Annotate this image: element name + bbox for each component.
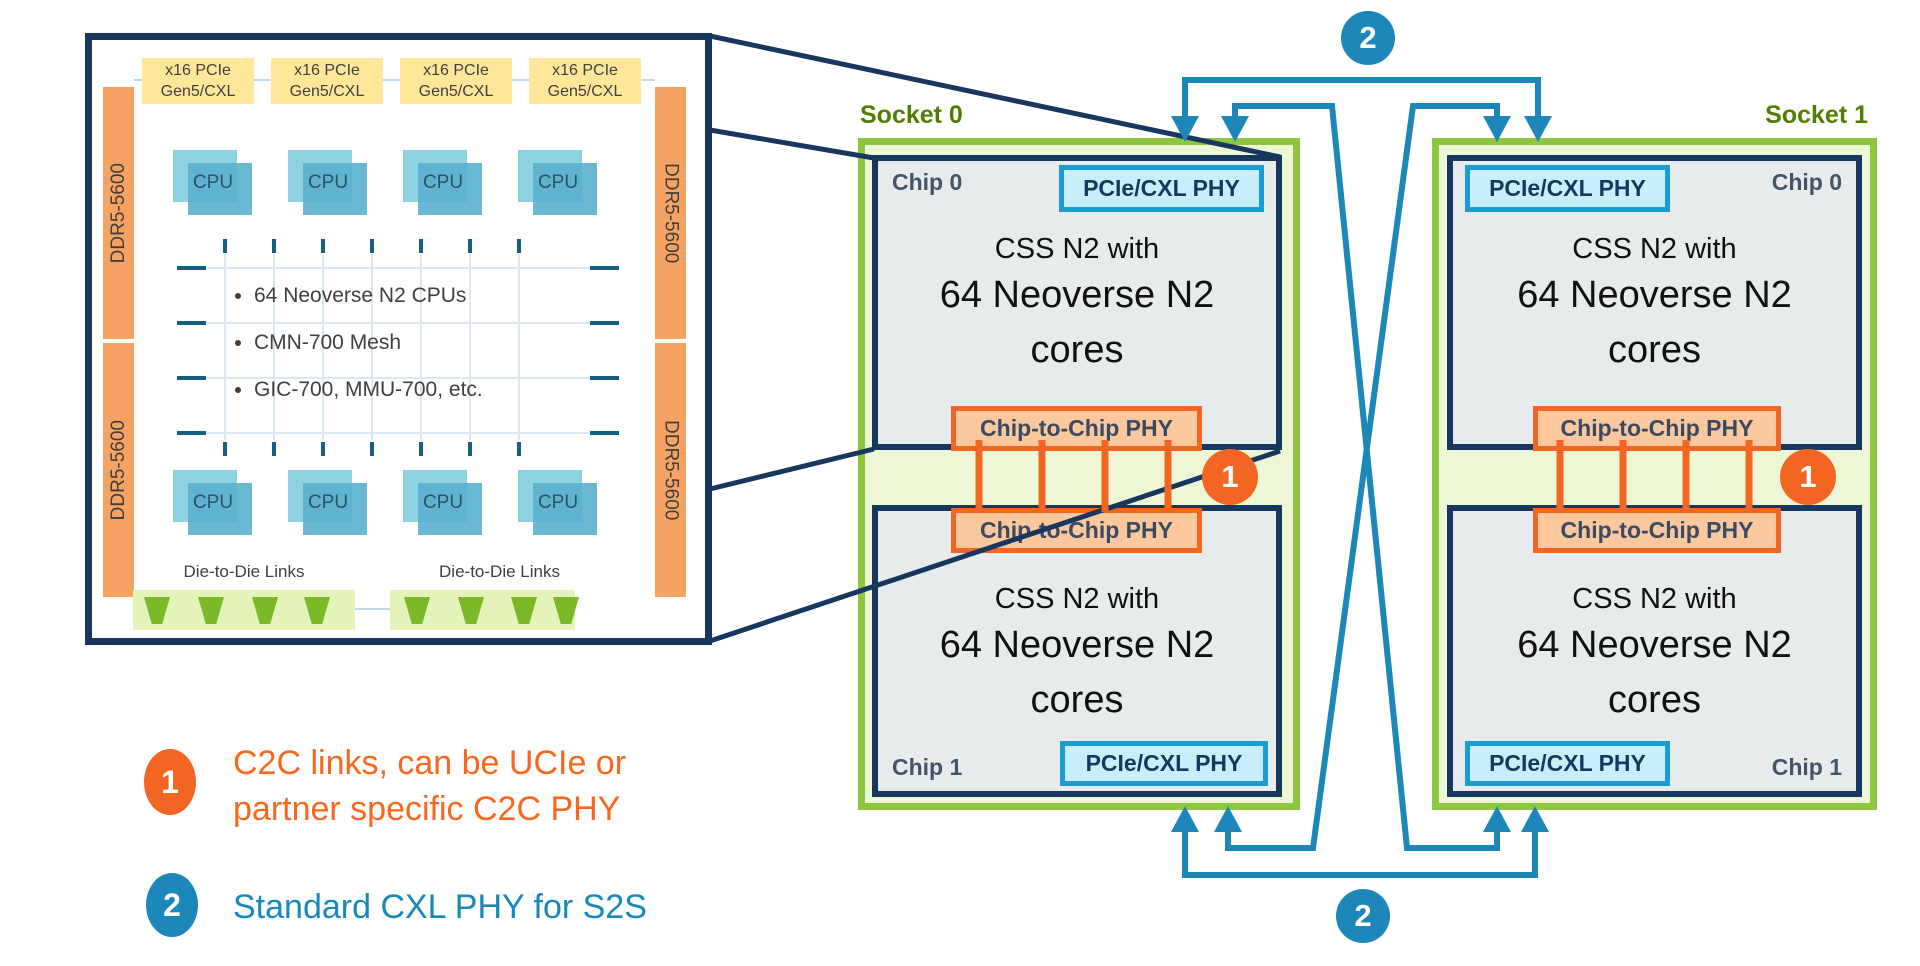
cpu-tile-front (533, 483, 597, 535)
legend-text-s2s: Standard CXL PHY for S2S (233, 888, 647, 926)
cpu-label: CPU (192, 492, 234, 513)
ddr5-bar-right-top: DDR5-5600 (655, 87, 686, 339)
chip-cores-line1: 64 Neoverse N2 (939, 624, 1215, 666)
legend-marker-2: 2 (146, 873, 198, 937)
legend-c2c-line2: partner specific C2C PHY (233, 790, 621, 828)
pcie-slot-line2: Gen5/CXL (289, 83, 365, 100)
legend-marker-1: 1 (144, 749, 196, 815)
die-to-die-label: Die-to-Die Links (439, 562, 560, 581)
cpu-label: CPU (192, 172, 234, 193)
cpu-label: CPU (422, 172, 464, 193)
cpu-tile-front (188, 163, 252, 215)
cpu-cluster: CPU (173, 470, 253, 536)
socket0-title: Socket 0 (860, 101, 963, 129)
ddr5-bar-left-top: DDR5-5600 (103, 87, 134, 339)
chip-to-chip-phy: Chip-to-Chip PHY (1533, 406, 1781, 451)
ddr5-label: DDR5-5600 (660, 162, 682, 264)
pcie-cxl-phy: PCIe/CXL PHY (1465, 741, 1670, 786)
socket1-title: Socket 1 (1765, 101, 1868, 129)
cpu-tile-front (188, 483, 252, 535)
ddr5-label: DDR5-5600 (107, 162, 129, 264)
ddr5-bar-left-bottom: DDR5-5600 (103, 343, 134, 597)
chip-css-line: CSS N2 with (1572, 583, 1737, 615)
cpu-tile-front (303, 163, 367, 215)
pcie-slot-line2: Gen5/CXL (547, 83, 623, 100)
legend-text-c2c: C2C links, can be UCIe or partner specif… (233, 740, 626, 832)
pcie-slot-2: x16 PCIe Gen5/CXL (271, 58, 383, 104)
socket0-chip1: Chip-to-Chip PHY CSS N2 with 64 Neoverse… (872, 505, 1282, 797)
chip-css-line: CSS N2 with (994, 233, 1160, 265)
cpu-cluster: CPU (403, 470, 483, 536)
cpu-cluster: CPU (288, 470, 368, 536)
die-feature-list: 64 Neoverse N2 CPUs CMN-700 Mesh GIC-700… (228, 284, 558, 425)
chip-to-chip-phy: Chip-to-Chip PHY (951, 406, 1202, 451)
cpu-tile-front (418, 163, 482, 215)
cpu-tile-front (303, 483, 367, 535)
cpu-label: CPU (422, 492, 464, 513)
chip-cores-line1: 64 Neoverse N2 (1517, 624, 1792, 666)
chip-name: Chip 0 (1771, 169, 1842, 195)
cpu-tile-front (533, 163, 597, 215)
chip-cores-line2: cores (1608, 329, 1701, 371)
cpu-cluster: CPU (518, 150, 598, 216)
chip-css-line: CSS N2 with (1572, 233, 1737, 265)
die-detail-box (85, 33, 712, 645)
pcie-cxl-phy: PCIe/CXL PHY (1465, 165, 1670, 212)
cpu-cluster: CPU (288, 150, 368, 216)
chip-name: Chip 0 (892, 169, 963, 195)
pcie-cxl-phy: PCIe/CXL PHY (1060, 741, 1268, 786)
die-feature-item: CMN-700 Mesh (254, 331, 558, 355)
chip-css-line: CSS N2 with (994, 583, 1160, 615)
chip-name: Chip 1 (1771, 754, 1842, 780)
pcie-slot-1: x16 PCIe Gen5/CXL (142, 58, 254, 104)
chip-name: Chip 1 (892, 754, 963, 780)
socket0-chip0: Chip 0 PCIe/CXL PHY CSS N2 with 64 Neove… (872, 155, 1282, 451)
s2s-marker-bottom: 2 (1336, 889, 1390, 943)
cpu-label: CPU (307, 492, 349, 513)
pcie-slot-line1: x16 PCIe (423, 62, 489, 79)
socket1-chip1: Chip-to-Chip PHY CSS N2 with 64 Neoverse… (1447, 505, 1862, 797)
chip-cores-line2: cores (1608, 679, 1701, 721)
pcie-cxl-phy: PCIe/CXL PHY (1059, 165, 1264, 212)
cpu-cluster: CPU (403, 150, 483, 216)
socket1-chip0: PCIe/CXL PHY Chip 0 CSS N2 with 64 Neove… (1447, 155, 1862, 451)
pcie-slot-line2: Gen5/CXL (418, 83, 494, 100)
chip-to-chip-phy: Chip-to-Chip PHY (951, 508, 1202, 553)
cpu-cluster: CPU (173, 150, 253, 216)
pcie-slot-4: x16 PCIe Gen5/CXL (529, 58, 641, 104)
die-to-die-label: Die-to-Die Links (183, 562, 305, 581)
die-feature-item: 64 Neoverse N2 CPUs (254, 284, 558, 308)
pcie-slot-line1: x16 PCIe (294, 62, 360, 79)
ddr5-label: DDR5-5600 (660, 419, 682, 521)
pcie-slot-3: x16 PCIe Gen5/CXL (400, 58, 512, 104)
pcie-slot-line2: Gen5/CXL (160, 83, 236, 100)
cpu-cluster: CPU (518, 470, 598, 536)
pcie-slot-line1: x16 PCIe (165, 62, 231, 79)
chip-cores-line2: cores (1030, 329, 1124, 371)
chip-to-chip-phy: Chip-to-Chip PHY (1533, 508, 1781, 553)
ddr5-bar-right-bottom: DDR5-5600 (655, 343, 686, 597)
die-feature-item: GIC-700, MMU-700, etc. (254, 378, 558, 402)
legend-c2c-line1: C2C links, can be UCIe or (233, 744, 627, 782)
ddr5-label: DDR5-5600 (107, 419, 129, 521)
cpu-label: CPU (307, 172, 349, 193)
chip-cores-line1: 64 Neoverse N2 (1517, 274, 1792, 316)
cpu-label: CPU (537, 492, 579, 513)
c2c-marker-socket0: 1 (1202, 449, 1258, 505)
cpu-label: CPU (537, 172, 579, 193)
chip-cores-line1: 64 Neoverse N2 (939, 274, 1215, 316)
c2c-marker-socket1: 1 (1780, 449, 1836, 505)
chip-cores-line2: cores (1030, 679, 1124, 721)
pcie-slot-line1: x16 PCIe (552, 62, 618, 79)
cpu-tile-front (418, 483, 482, 535)
s2s-marker-top: 2 (1341, 11, 1395, 65)
